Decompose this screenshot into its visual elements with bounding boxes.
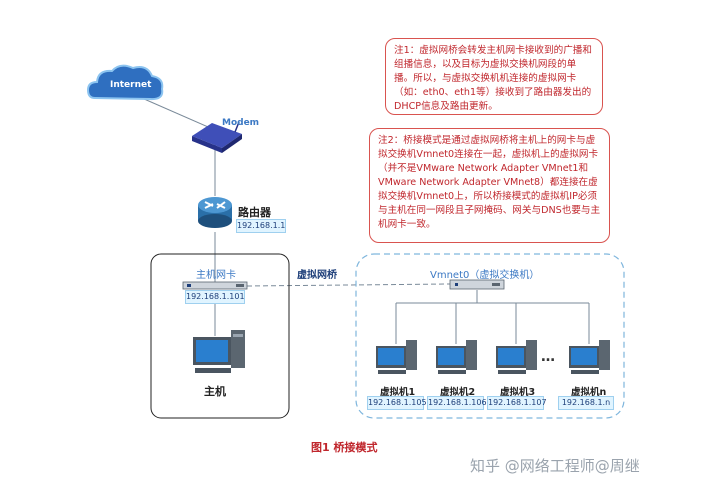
vm2-ip: 192.168.1.106 <box>427 396 487 410</box>
note-2: 注2：桥接模式是通过虚拟网桥将主机上的网卡与虚拟交换机Vmnet0连接在一起，虚… <box>369 128 610 243</box>
bridge-label: 虚拟网桥 <box>297 270 337 281</box>
vm3-computer-icon <box>496 340 537 374</box>
router-ip: 192.168.1.1 <box>236 219 286 233</box>
figure-caption: 图1 桥接模式 <box>311 441 378 454</box>
vm1-label: 虚拟机1 <box>380 387 416 398</box>
vmn-ip: 192.168.1.n <box>558 396 614 410</box>
watermark-text: 知乎 @网络工程师@周继 <box>470 457 640 475</box>
vm-computer-icons <box>376 340 610 374</box>
internet-modem-link <box>134 94 216 131</box>
vm3-label: 虚拟机3 <box>500 387 536 398</box>
vmn-label: 虚拟机n <box>571 387 607 398</box>
host-label: 主机 <box>204 385 226 398</box>
cloud-icon <box>86 64 164 101</box>
internet-label: Internet <box>110 80 152 90</box>
nic-ip: 192.168.1.101 <box>185 290 245 304</box>
nic-icon <box>182 281 248 290</box>
vm2-computer-icon <box>436 340 477 374</box>
nic-label: 主机网卡 <box>196 270 236 281</box>
bridge-link <box>246 283 451 287</box>
router-icon <box>198 197 232 228</box>
modem-label: Modem <box>222 118 260 128</box>
switch-label: Vmnet0（虚拟交换机） <box>430 270 540 281</box>
vm1-ip: 192.168.1.105 <box>367 396 427 410</box>
router-label: 路由器 <box>238 206 271 219</box>
modem-icon <box>192 121 242 153</box>
connection-lines <box>134 94 590 344</box>
host-panel <box>150 253 290 419</box>
note-1: 注1：虚拟网桥会转发主机网卡接收到的广播和组播信息，以及目标为虚拟交换机网段的单… <box>385 38 603 115</box>
vm3-ip: 192.168.1.107 <box>487 396 547 410</box>
vm2-label: 虚拟机2 <box>440 387 476 398</box>
host-computer-icon <box>193 330 245 373</box>
vmnet-panel <box>355 253 625 419</box>
switch-icon <box>449 279 505 290</box>
vm-ellipsis: … <box>541 349 555 365</box>
vmn-computer-icon <box>569 340 610 374</box>
vm1-computer-icon <box>376 340 417 374</box>
